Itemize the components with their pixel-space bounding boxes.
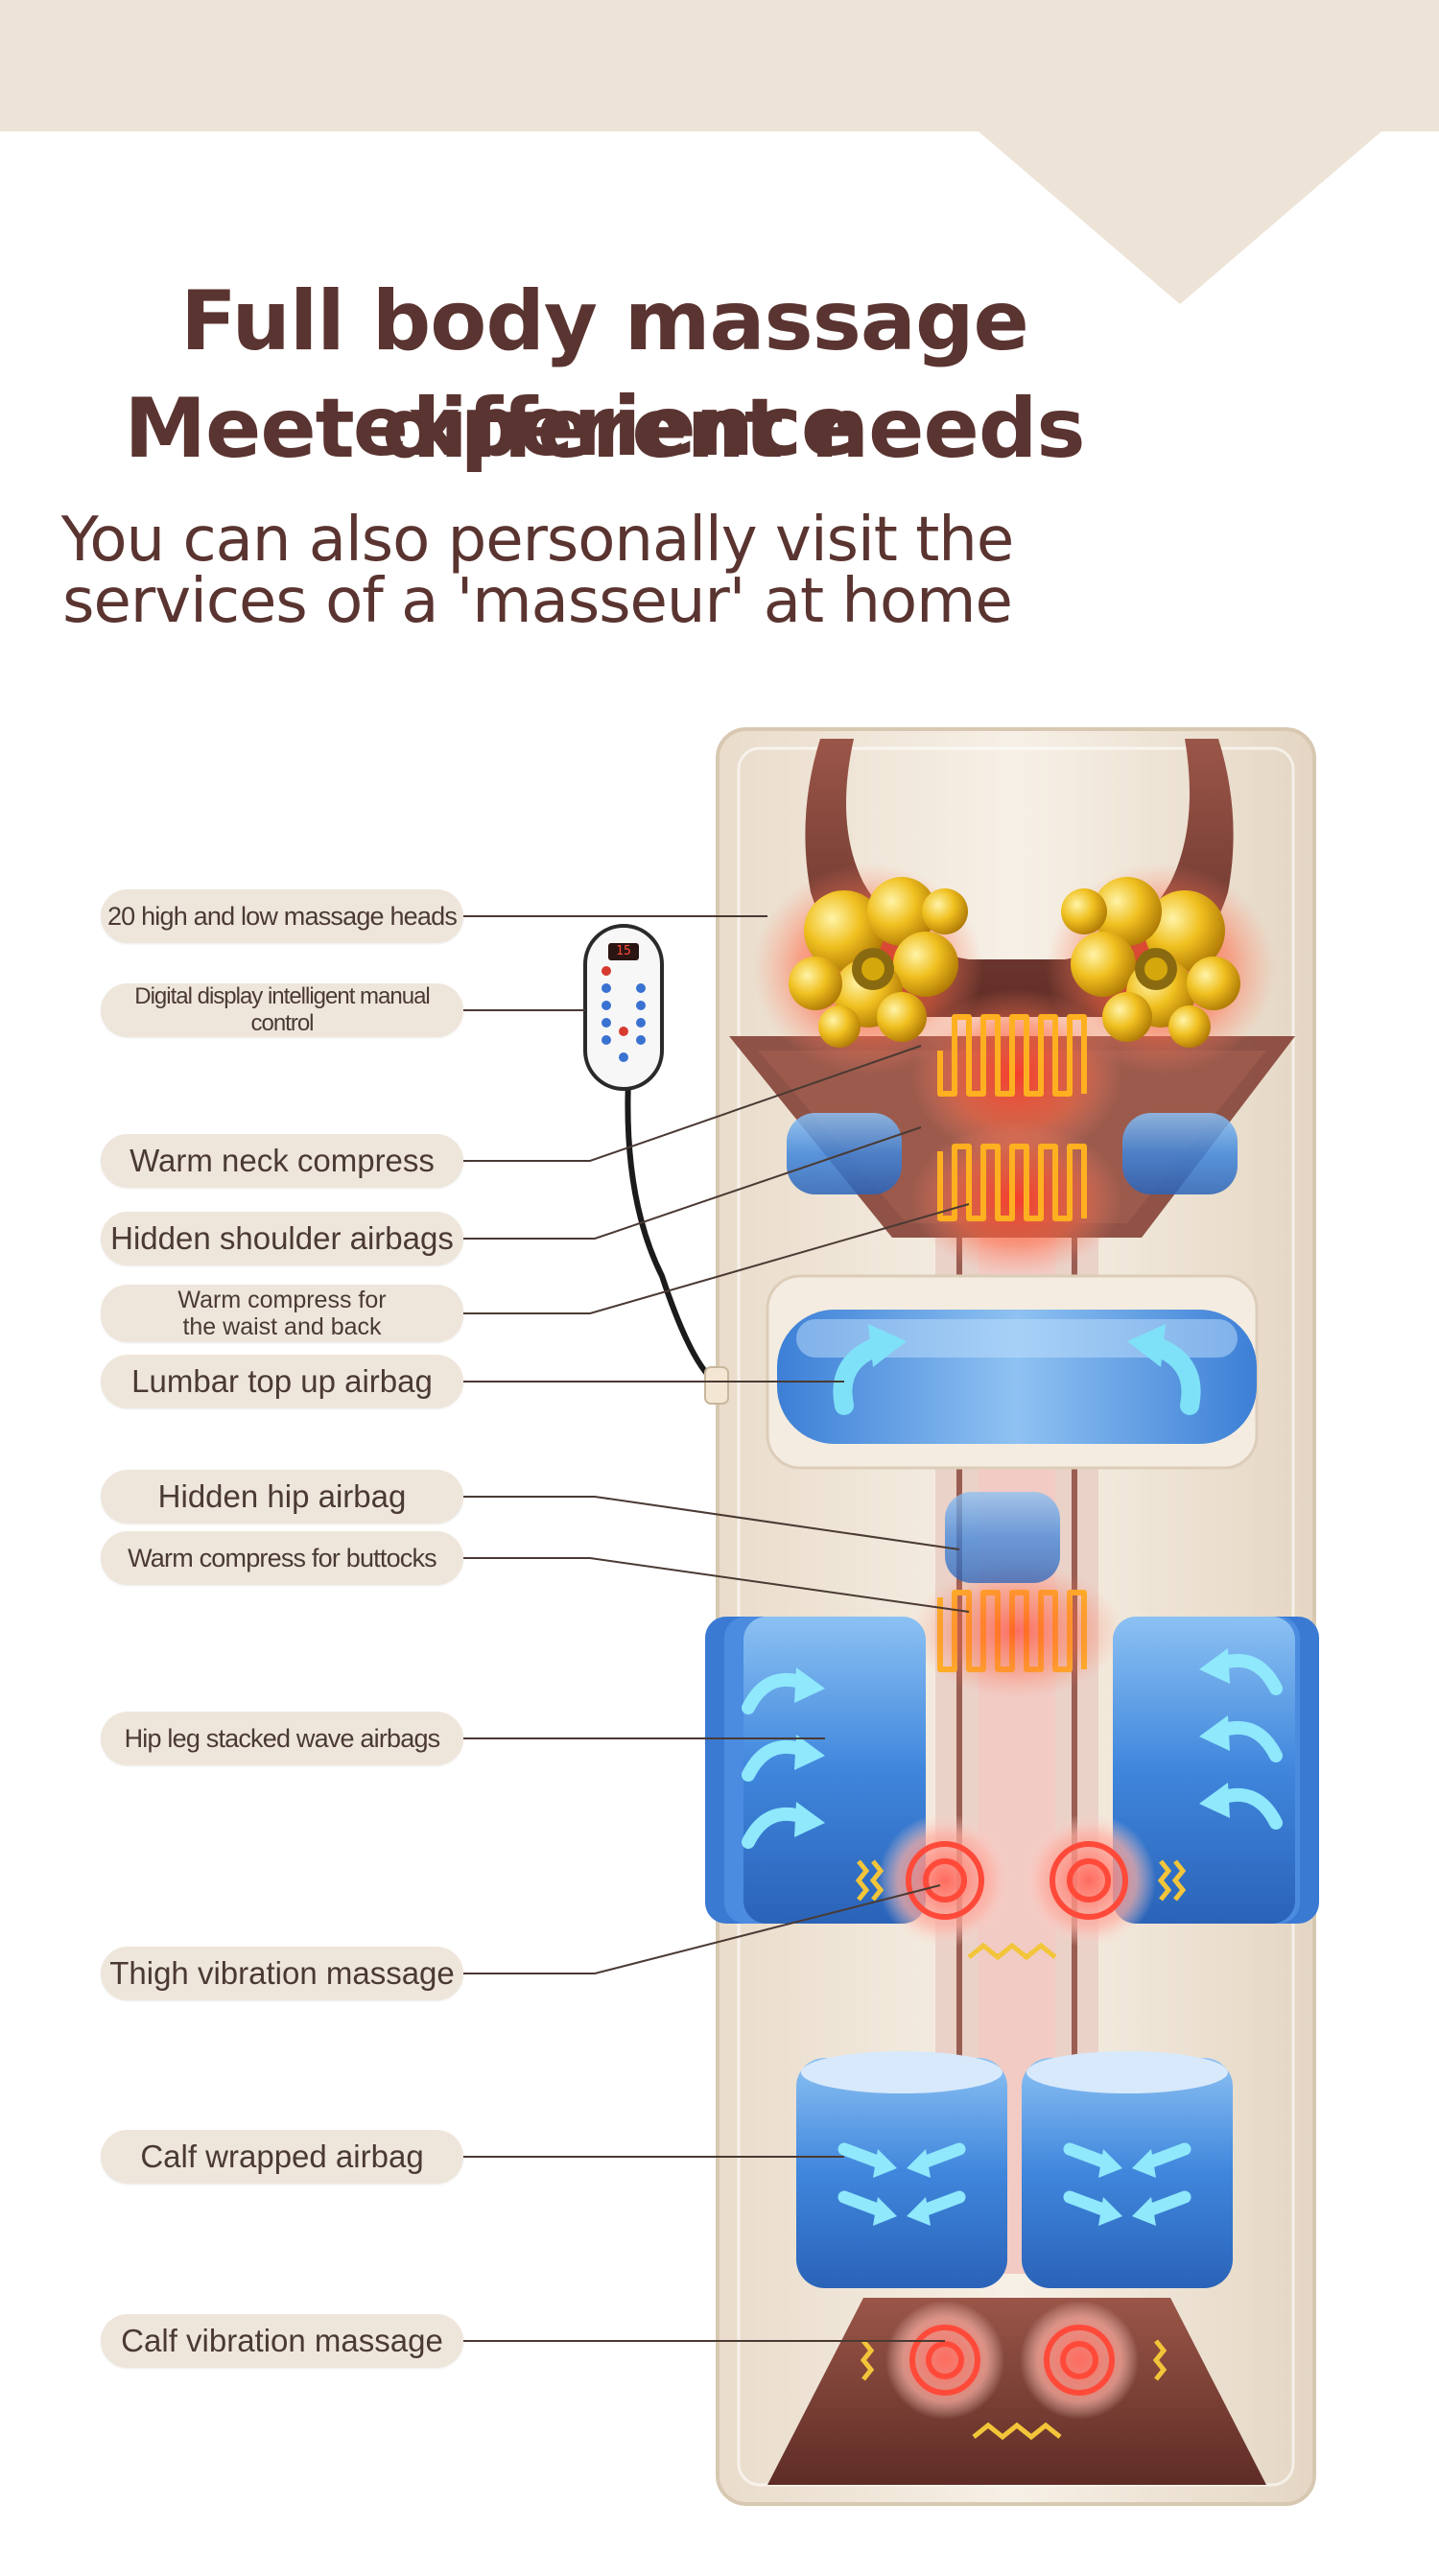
label-neck-compress: Warm neck compress: [101, 1134, 463, 1188]
label-calf-airbag: Calf wrapped airbag: [101, 2130, 463, 2184]
label-buttocks-compress: Warm compress for buttocks: [101, 1531, 463, 1585]
label-waist-compress-line-2: the waist and back: [182, 1313, 382, 1340]
label-calf-vibration: Calf vibration massage: [101, 2314, 463, 2368]
label-manual-control: Digital display intelligent manual contr…: [101, 983, 463, 1037]
remote-display-value: 15: [616, 944, 631, 958]
label-waist-compress: Warm compress for the waist and back: [101, 1285, 463, 1342]
label-hip-leg-airbags: Hip leg stacked wave airbags: [101, 1712, 463, 1765]
headline-line-2: Meet different needs: [124, 381, 1085, 477]
label-waist-compress-line-1: Warm compress for: [177, 1287, 387, 1313]
top-decor-band: [0, 0, 1439, 131]
label-hip-airbag: Hidden hip airbag: [101, 1470, 463, 1524]
label-shoulder-airbags: Hidden shoulder airbags: [101, 1212, 463, 1265]
label-massage-heads: 20 high and low massage heads: [101, 889, 463, 943]
subheadline-line-2: services of a 'masseur' at home: [62, 566, 1013, 637]
top-decor-notch: [979, 131, 1381, 304]
subheadline-line-1: You can also personally visit the: [60, 505, 1014, 576]
label-thigh-vibration: Thigh vibration massage: [101, 1947, 463, 2000]
headline-line-1: Full body massage experience: [180, 273, 1029, 475]
label-lumbar-airbag: Lumbar top up airbag: [101, 1355, 463, 1408]
